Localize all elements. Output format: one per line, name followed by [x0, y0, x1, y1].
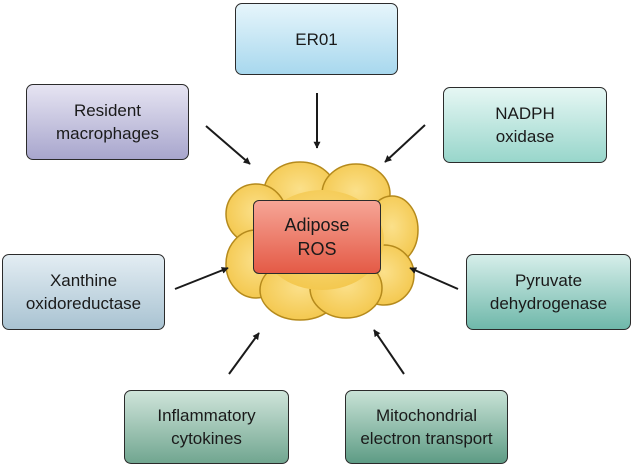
source-line1: ER01	[295, 29, 338, 49]
source-box-xanthine-oxidoreductase: Xanthine oxidoreductase	[2, 254, 165, 330]
center-line1: Adipose	[284, 215, 350, 235]
source-line1: Xanthine	[49, 271, 118, 290]
source-line2: electron transport	[360, 429, 493, 448]
arrow-nadph	[384, 124, 426, 163]
source-line2: macrophages	[55, 124, 159, 143]
source-line1: Inflammatory	[157, 406, 256, 425]
source-line2: dehydrogenase	[489, 294, 608, 313]
arrow-macrophages	[205, 125, 251, 165]
source-box-er01: ER01	[235, 3, 398, 75]
source-line2: cytokines	[171, 429, 242, 448]
arrows	[174, 93, 459, 375]
adipose-ros-box: Adipose ROS	[253, 200, 381, 274]
source-line1: Resident	[73, 101, 142, 120]
arrow-xanthine	[174, 267, 229, 290]
source-box-inflammatory-cytokines: Inflammatory cytokines	[124, 390, 289, 464]
arrow-mito	[373, 329, 405, 375]
source-box-pyruvate-dehydrogenase: Pyruvate dehydrogenase	[466, 254, 631, 330]
source-line1: Mitochondrial	[375, 406, 478, 425]
source-line2: oxidase	[495, 127, 555, 146]
source-line1: Pyruvate	[514, 271, 583, 290]
arrow-cytokines	[228, 332, 260, 375]
source-box-mitochondrial-electron-transport: Mitochondrial electron transport	[345, 390, 508, 464]
source-box-resident-macrophages: Resident macrophages	[26, 84, 189, 160]
source-line2: oxidoreductase	[25, 294, 142, 313]
source-box-nadph-oxidase: NADPH oxidase	[443, 87, 607, 163]
center-line2: ROS	[297, 239, 337, 259]
source-line1: NADPH	[495, 104, 555, 123]
arrow-pyruvate	[409, 267, 459, 290]
